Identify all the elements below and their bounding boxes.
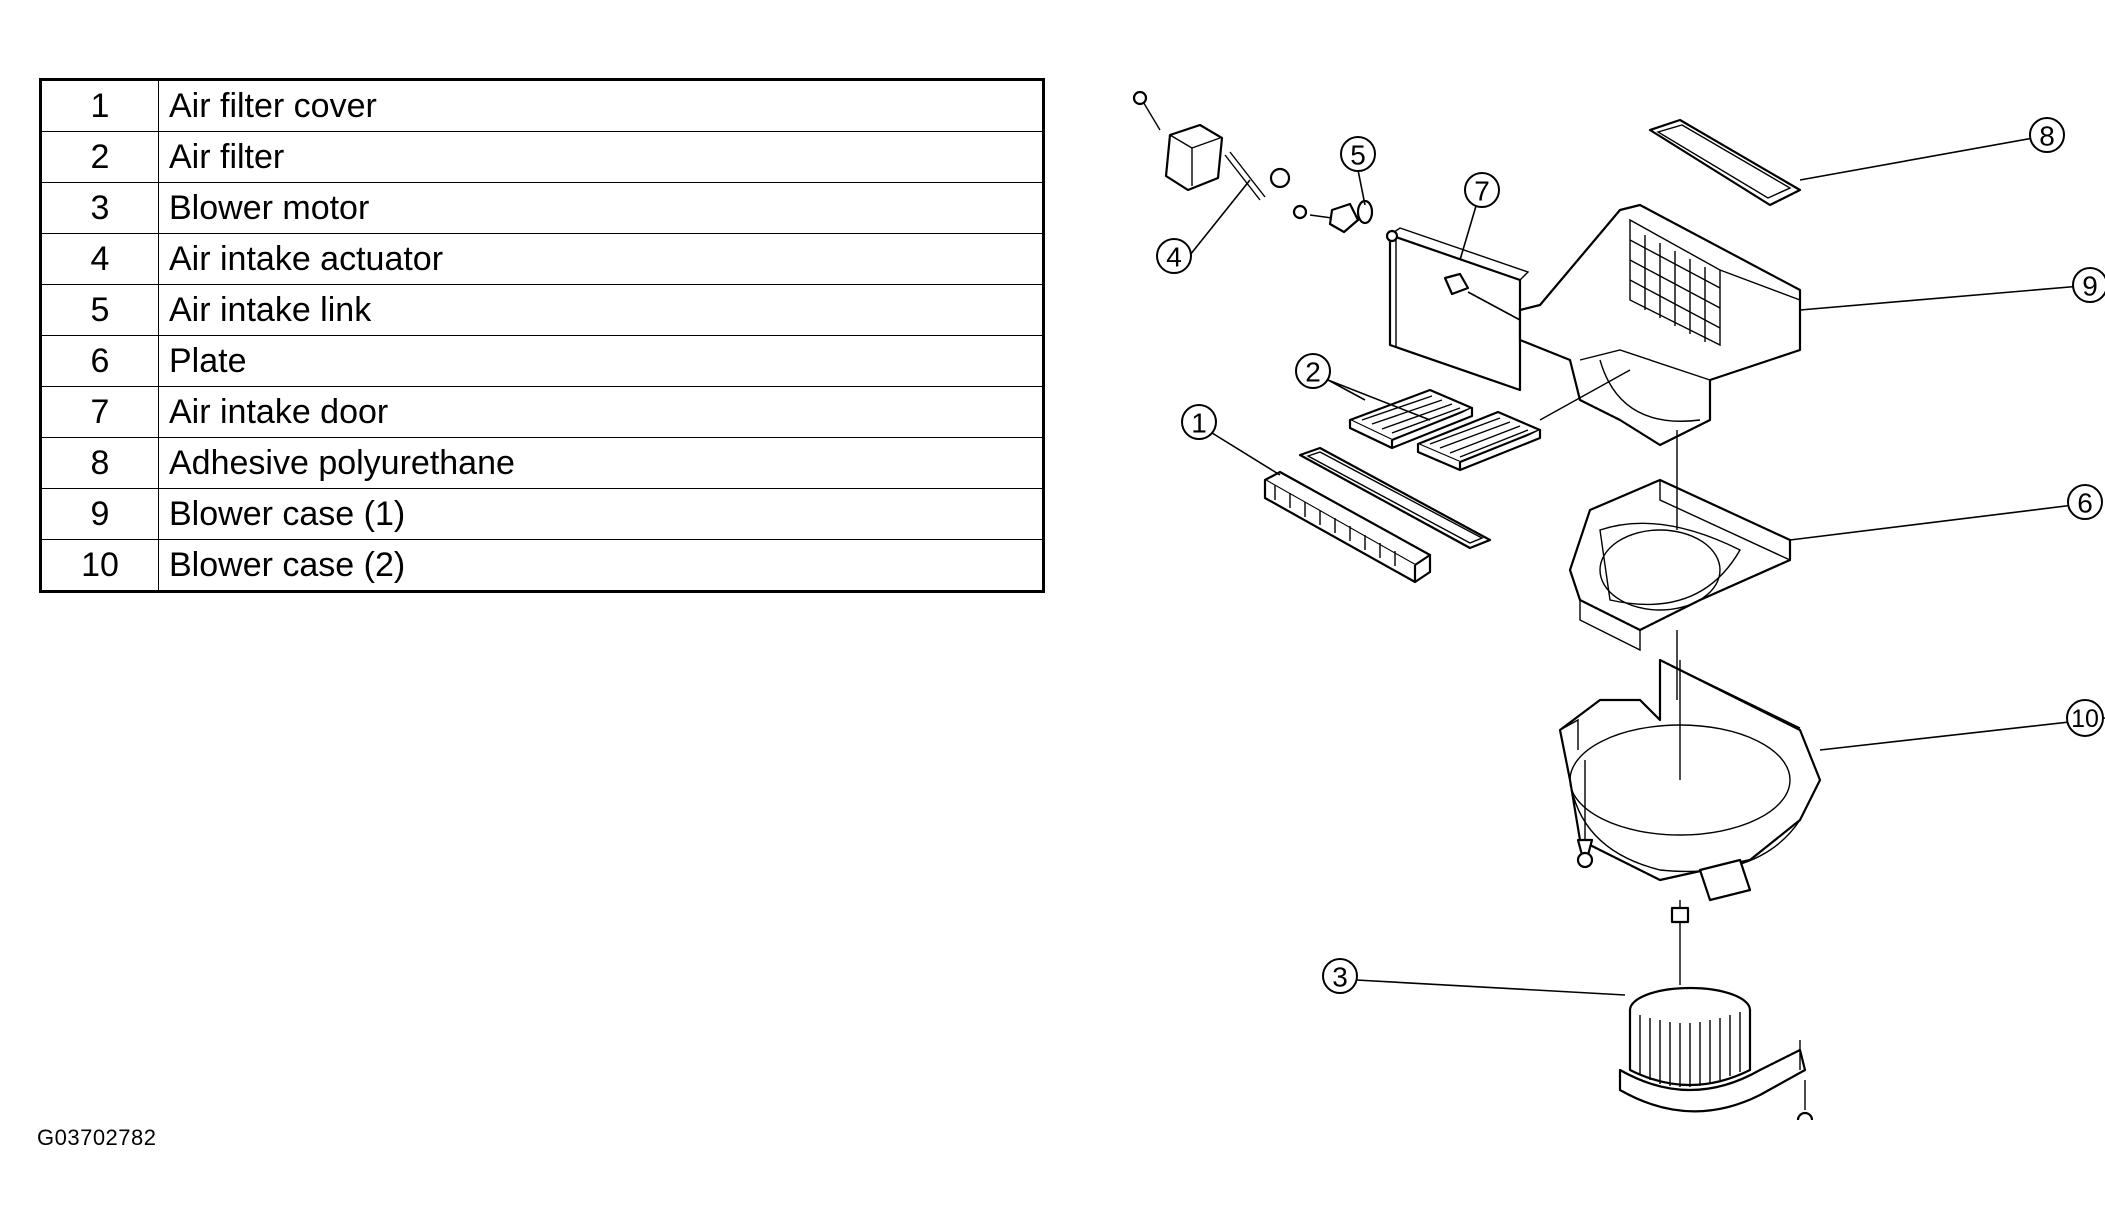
leader-3	[1355, 979, 1626, 996]
callout-6: 6	[2067, 484, 2103, 520]
part-air-intake-actuator	[1132, 90, 1308, 220]
svg-text:8: 8	[2039, 121, 2055, 152]
leader-4	[1189, 179, 1251, 256]
part-plate	[1568, 478, 1792, 652]
svg-text:10: 10	[2071, 705, 2099, 733]
leader-2	[1327, 379, 1431, 421]
part-blower-case-2	[1558, 658, 1822, 902]
svg-text:7: 7	[1474, 176, 1490, 207]
legend-number: 9	[40, 488, 159, 540]
legend-label: Plate	[158, 335, 1044, 387]
legend-number: 10	[40, 539, 159, 592]
legend-label: Air filter cover	[158, 79, 1044, 132]
leader-7	[1459, 205, 1477, 261]
svg-text:5: 5	[1350, 140, 1366, 171]
svg-text:1: 1	[1191, 408, 1207, 439]
legend-number: 4	[40, 233, 159, 285]
callout-7: 7	[1464, 172, 1500, 208]
legend-number: 2	[40, 131, 159, 183]
svg-text:9: 9	[2082, 271, 2098, 302]
legend-label: Air filter	[158, 131, 1044, 183]
leader-1	[1203, 427, 1281, 476]
part-blower-motor	[1618, 930, 1814, 1120]
callout-4: 4	[1156, 238, 1192, 274]
part-air-filter-cover	[1263, 470, 1432, 584]
legend-label: Adhesive polyurethane	[158, 437, 1044, 489]
legend-number: 6	[40, 335, 159, 387]
part-air-intake-door	[1385, 227, 1530, 392]
svg-text:3: 3	[1332, 962, 1348, 993]
legend-label: Air intake link	[158, 284, 1044, 336]
callout-1: 1	[1181, 404, 1217, 440]
legend-label: Blower case (2)	[158, 539, 1044, 592]
callout-2: 2	[1295, 353, 1331, 389]
callout-10: 10	[2066, 699, 2104, 737]
leader-8	[1799, 134, 2051, 181]
leader-6	[1789, 501, 2099, 541]
legend-label: Blower motor	[158, 182, 1044, 234]
callout-3: 3	[1322, 958, 1358, 994]
legend-number: 8	[40, 437, 159, 489]
svg-text:2: 2	[1305, 357, 1321, 388]
svg-text:4: 4	[1166, 242, 1182, 273]
legend-number: 7	[40, 386, 159, 438]
callout-9: 9	[2072, 267, 2105, 303]
part-blower-case-1	[1443, 203, 1802, 447]
legend-number: 3	[40, 182, 159, 234]
part-air-filter	[1348, 388, 1542, 472]
legend-label: Air intake door	[158, 386, 1044, 438]
legend-number: 5	[40, 284, 159, 336]
part-adhesive-polyurethane	[1648, 118, 1802, 207]
legend-label: Blower case (1)	[158, 488, 1044, 540]
part-filter-frame	[1298, 446, 1492, 550]
legend-number: 1	[40, 79, 159, 132]
figure-code: G03702782	[37, 1125, 157, 1150]
callout-8: 8	[2029, 117, 2065, 153]
callout-5: 5	[1340, 136, 1376, 172]
part-screws	[1576, 760, 1690, 930]
leader-5	[1357, 169, 1366, 206]
leader-9	[1799, 284, 2094, 311]
exploded-view-diagram: 4 5 7 8 9 2 1 6 10 3	[1132, 90, 2105, 1120]
leader-10	[1819, 717, 2105, 751]
legend-label: Air intake actuator	[158, 233, 1044, 285]
filter-assembly-line	[1539, 369, 1631, 421]
part-air-intake-link	[1309, 199, 1374, 234]
svg-text:6: 6	[2077, 488, 2093, 519]
